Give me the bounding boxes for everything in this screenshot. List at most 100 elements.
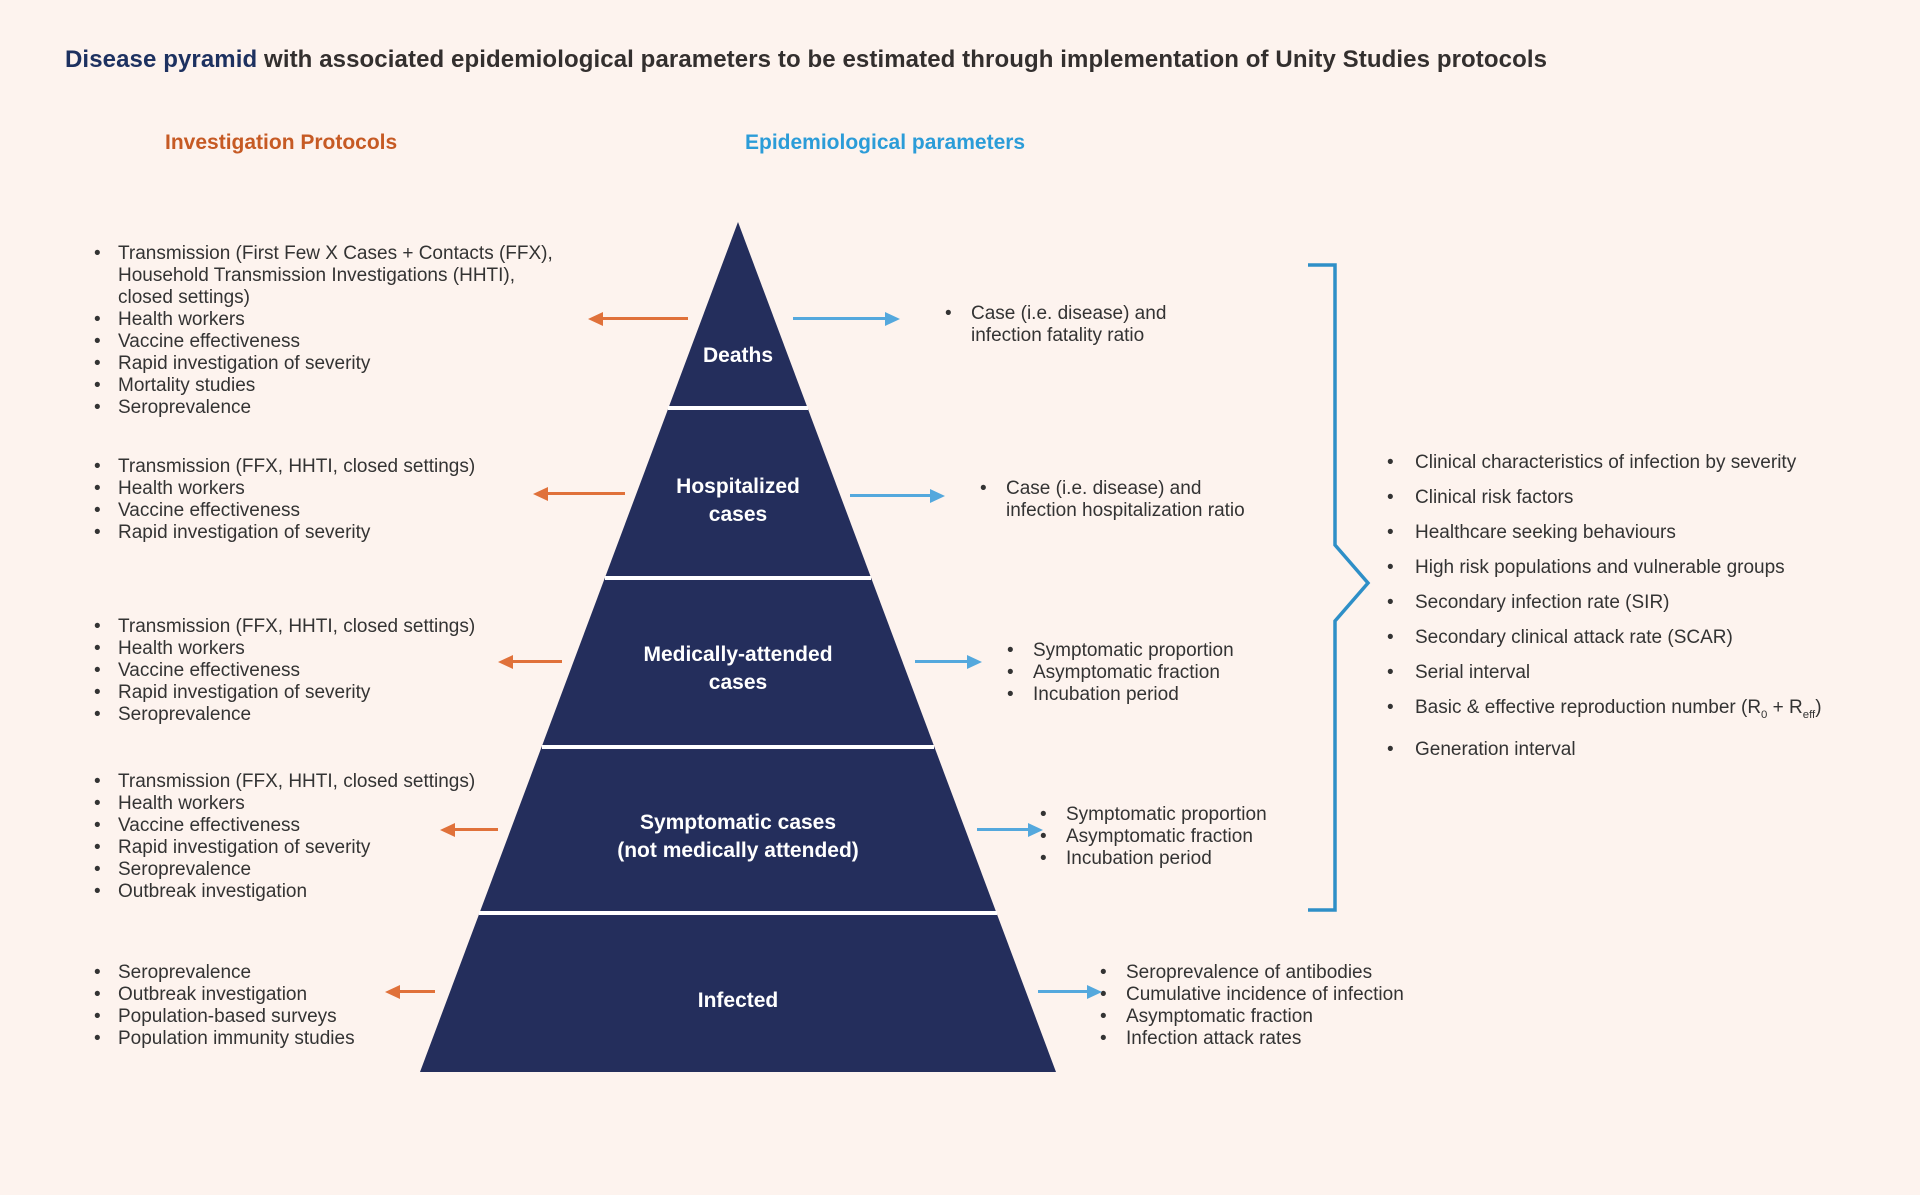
- protocols-hospitalized-list: • Transmission (FFX, HHTI, closed setting…: [80, 456, 570, 544]
- bullet-icon: •: [94, 660, 101, 681]
- list-item-text: Outbreak investigation: [118, 881, 308, 902]
- list-item-text: Vaccine effectiveness: [118, 331, 301, 352]
- list-item: •Population-based surveys: [80, 1006, 570, 1028]
- list-item: •Transmission (FFX, HHTI, closed setting…: [80, 771, 570, 793]
- list-item-text: Symptomatic proportion: [1066, 804, 1267, 825]
- list-item: •Health workers: [80, 309, 570, 331]
- list-item: • Vaccine effectiveness: [80, 815, 570, 837]
- list-item: • Case (i.e. disease) and infection fatal…: [943, 303, 1313, 347]
- left-arrow-icon-medically-attended: [513, 660, 562, 663]
- bullet-icon: •: [1387, 592, 1394, 613]
- list-item-text: Rapid investigation of severity: [118, 837, 371, 858]
- bullet-icon: •: [94, 704, 101, 725]
- bullet-icon: •: [1387, 452, 1394, 473]
- bullet-icon: •: [94, 500, 101, 521]
- list-item-text: Transmission (FFX, HHTI, closed settings…: [118, 771, 476, 792]
- list-item-text: Seroprevalence: [118, 704, 252, 725]
- list-item-text: Healthcare seeking behaviours: [1415, 522, 1676, 543]
- list-item: •Mortality studies: [80, 375, 570, 397]
- list-item: • Asymptomatic fraction: [1005, 662, 1375, 684]
- bullet-icon: •: [94, 984, 101, 1005]
- list-item: •Transmission (FFX, HHTI, closed setting…: [80, 616, 570, 638]
- list-item-text: Vaccine effectiveness: [118, 500, 301, 521]
- bullet-icon: •: [94, 616, 101, 637]
- list-item: •Health workers: [80, 793, 570, 815]
- pyramid-level-label-symptomatic: Symptomatic cases (not medically attende…: [617, 811, 859, 862]
- list-item-text: Clinical risk factors: [1415, 487, 1574, 508]
- list-item: • Outbreak investigation: [80, 881, 570, 903]
- list-item-text: Infection attack rates: [1126, 1028, 1302, 1049]
- brace-icon: [1308, 263, 1371, 912]
- right-arrow-icon-infected: [1038, 990, 1087, 993]
- list-item: •Healthcare seeking behaviours: [1385, 522, 1895, 544]
- protocols-infected-list: •Seroprevalence•Outbreak investigation•P…: [80, 962, 570, 1050]
- bullet-icon: •: [94, 478, 101, 499]
- bullet-icon: •: [1040, 826, 1047, 847]
- list-item: • Health workers: [80, 478, 570, 500]
- bullet-icon: •: [945, 303, 952, 324]
- list-item: •Secondary clinical attack rate (SCAR): [1385, 627, 1895, 649]
- bullet-icon: •: [1100, 962, 1107, 983]
- list-item: •Outbreak investigation: [80, 984, 570, 1006]
- list-item-text: High risk populations and vulnerable gro…: [1415, 557, 1785, 578]
- list-item-text: Transmission (FFX, HHTI, closed settings…: [118, 456, 476, 477]
- bullet-icon: •: [94, 881, 101, 902]
- bullet-icon: •: [94, 243, 101, 264]
- list-item: •Rapid investigation of severity: [80, 682, 570, 704]
- list-item-text: Serial interval: [1415, 662, 1531, 683]
- left-arrow-icon-symptomatic: [455, 828, 498, 831]
- bullet-icon: •: [94, 375, 101, 396]
- right-arrow-icon-hospitalized: [850, 494, 930, 497]
- bullet-icon: •: [1007, 662, 1014, 683]
- list-item-text: Vaccine effectiveness: [118, 660, 301, 681]
- list-item: •Rapid investigation of severity: [80, 353, 570, 375]
- list-item-text: Secondary clinical attack rate (SCAR): [1415, 627, 1733, 648]
- bullet-icon: •: [94, 309, 101, 330]
- list-item: •Seroprevalence: [80, 859, 570, 881]
- parameters-symptomatic-list: • Symptomatic proportion•Asymptomatic fra…: [1038, 804, 1408, 870]
- list-item-text: Secondary infection rate (SIR): [1415, 592, 1670, 613]
- list-item-text: Rapid investigation of severity: [118, 682, 371, 703]
- bullet-icon: •: [1387, 662, 1394, 683]
- list-item-text: Seroprevalence: [118, 962, 252, 983]
- list-item: • Asymptomatic fraction: [1098, 1006, 1478, 1028]
- list-item-text: Asymptomatic fraction: [1033, 662, 1220, 683]
- list-item: •Rapid investigation of severity: [80, 837, 570, 859]
- parameters-infected-list: •Seroprevalence of antibodies•Cumulative…: [1098, 962, 1478, 1050]
- bullet-icon: •: [980, 478, 987, 499]
- bullet-icon: •: [1007, 640, 1014, 661]
- left-arrow-icon-deaths: [603, 317, 688, 320]
- list-item-text: Seroprevalence of antibodies: [1126, 962, 1373, 983]
- bullet-icon: •: [94, 638, 101, 659]
- list-item-text: Incubation period: [1033, 684, 1179, 705]
- pyramid-level-label-infected: Infected: [697, 989, 779, 1012]
- list-item: •Health workers: [80, 638, 570, 660]
- list-item: •Asymptomatic fraction: [1038, 826, 1408, 848]
- list-item: •Incubation period: [1005, 684, 1375, 706]
- list-item-text: Vaccine effectiveness: [118, 815, 301, 836]
- bullet-icon: •: [1040, 804, 1047, 825]
- summary-parameters-list: • Clinical characteristics of infection b…: [1385, 452, 1895, 774]
- bullet-icon: •: [1100, 1006, 1107, 1027]
- list-item: •Clinical risk factors: [1385, 487, 1895, 509]
- list-item-text: Asymptomatic fraction: [1126, 1006, 1313, 1027]
- bullet-icon: •: [1387, 738, 1394, 760]
- list-item-text: Generation interval: [1415, 738, 1576, 760]
- list-item-text: Health workers: [118, 478, 245, 499]
- bullet-icon: •: [94, 456, 101, 477]
- right-arrow-icon-deaths: [793, 317, 885, 320]
- protocols-symptomatic-list: • Transmission (FFX, HHTI, closed setting…: [80, 771, 570, 903]
- list-item-text: Population immunity studies: [118, 1028, 355, 1049]
- list-item: • Generation interval: [1385, 739, 1895, 761]
- list-item-text: Case (i.e. disease) and infection hospit…: [1006, 478, 1245, 521]
- list-item-text: Population-based surveys: [118, 1006, 337, 1027]
- pyramid-triangle: [420, 222, 1056, 1072]
- bullet-icon: •: [94, 815, 101, 836]
- list-item-text: Seroprevalence: [118, 859, 252, 880]
- list-item: •Population immunity studies: [80, 1028, 570, 1050]
- investigation-protocols-heading: Investigation Protocols: [165, 131, 398, 154]
- list-item-text: Clinical characteristics of infection by…: [1415, 452, 1797, 473]
- page-title: Disease pyramid with associated epidemio…: [65, 46, 1547, 74]
- list-item-text: Case (i.e. disease) and infection fatali…: [971, 303, 1167, 346]
- list-item: •Basic & effective reproduction number (…: [1385, 697, 1895, 726]
